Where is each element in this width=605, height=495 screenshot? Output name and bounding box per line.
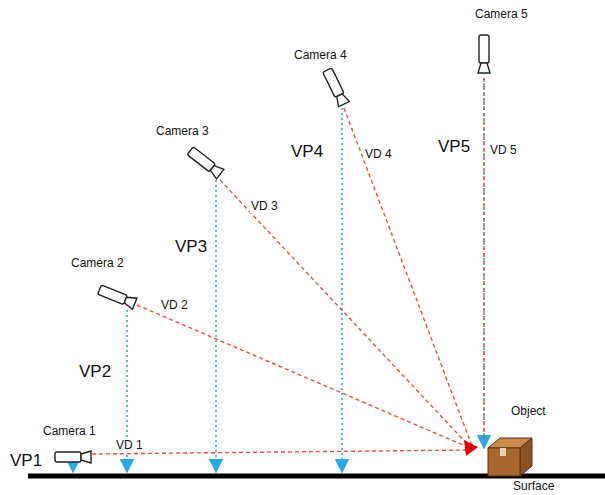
camera-label: Camera 5: [474, 8, 529, 21]
view-directions: [92, 78, 484, 454]
view-direction-label: VD 3: [250, 200, 279, 213]
surface-label: Surface: [512, 480, 555, 493]
view-direction-label: VD 5: [489, 144, 518, 157]
object-label: Object: [510, 405, 547, 418]
camera-icons: [55, 35, 490, 463]
camera-label: Camera 3: [155, 125, 210, 138]
object-box: [488, 438, 532, 476]
view-target-arrowhead: [464, 440, 478, 456]
viewpoint-label: VP3: [174, 238, 208, 257]
viewpoint-label: VP5: [437, 138, 471, 157]
camera-label: Camera 4: [293, 49, 348, 62]
viewpoint-label: VP1: [9, 452, 43, 471]
camera-label: Camera 1: [42, 425, 97, 438]
vertical-projections: [73, 78, 484, 472]
view-direction-label: VD 2: [160, 299, 189, 312]
viewpoint-label: VP2: [78, 363, 112, 382]
camera-label: Camera 2: [70, 257, 125, 270]
view-direction-label: VD 4: [364, 148, 393, 161]
viewpoint-label: VP4: [290, 143, 324, 162]
view-direction-label: VD 1: [115, 439, 144, 452]
